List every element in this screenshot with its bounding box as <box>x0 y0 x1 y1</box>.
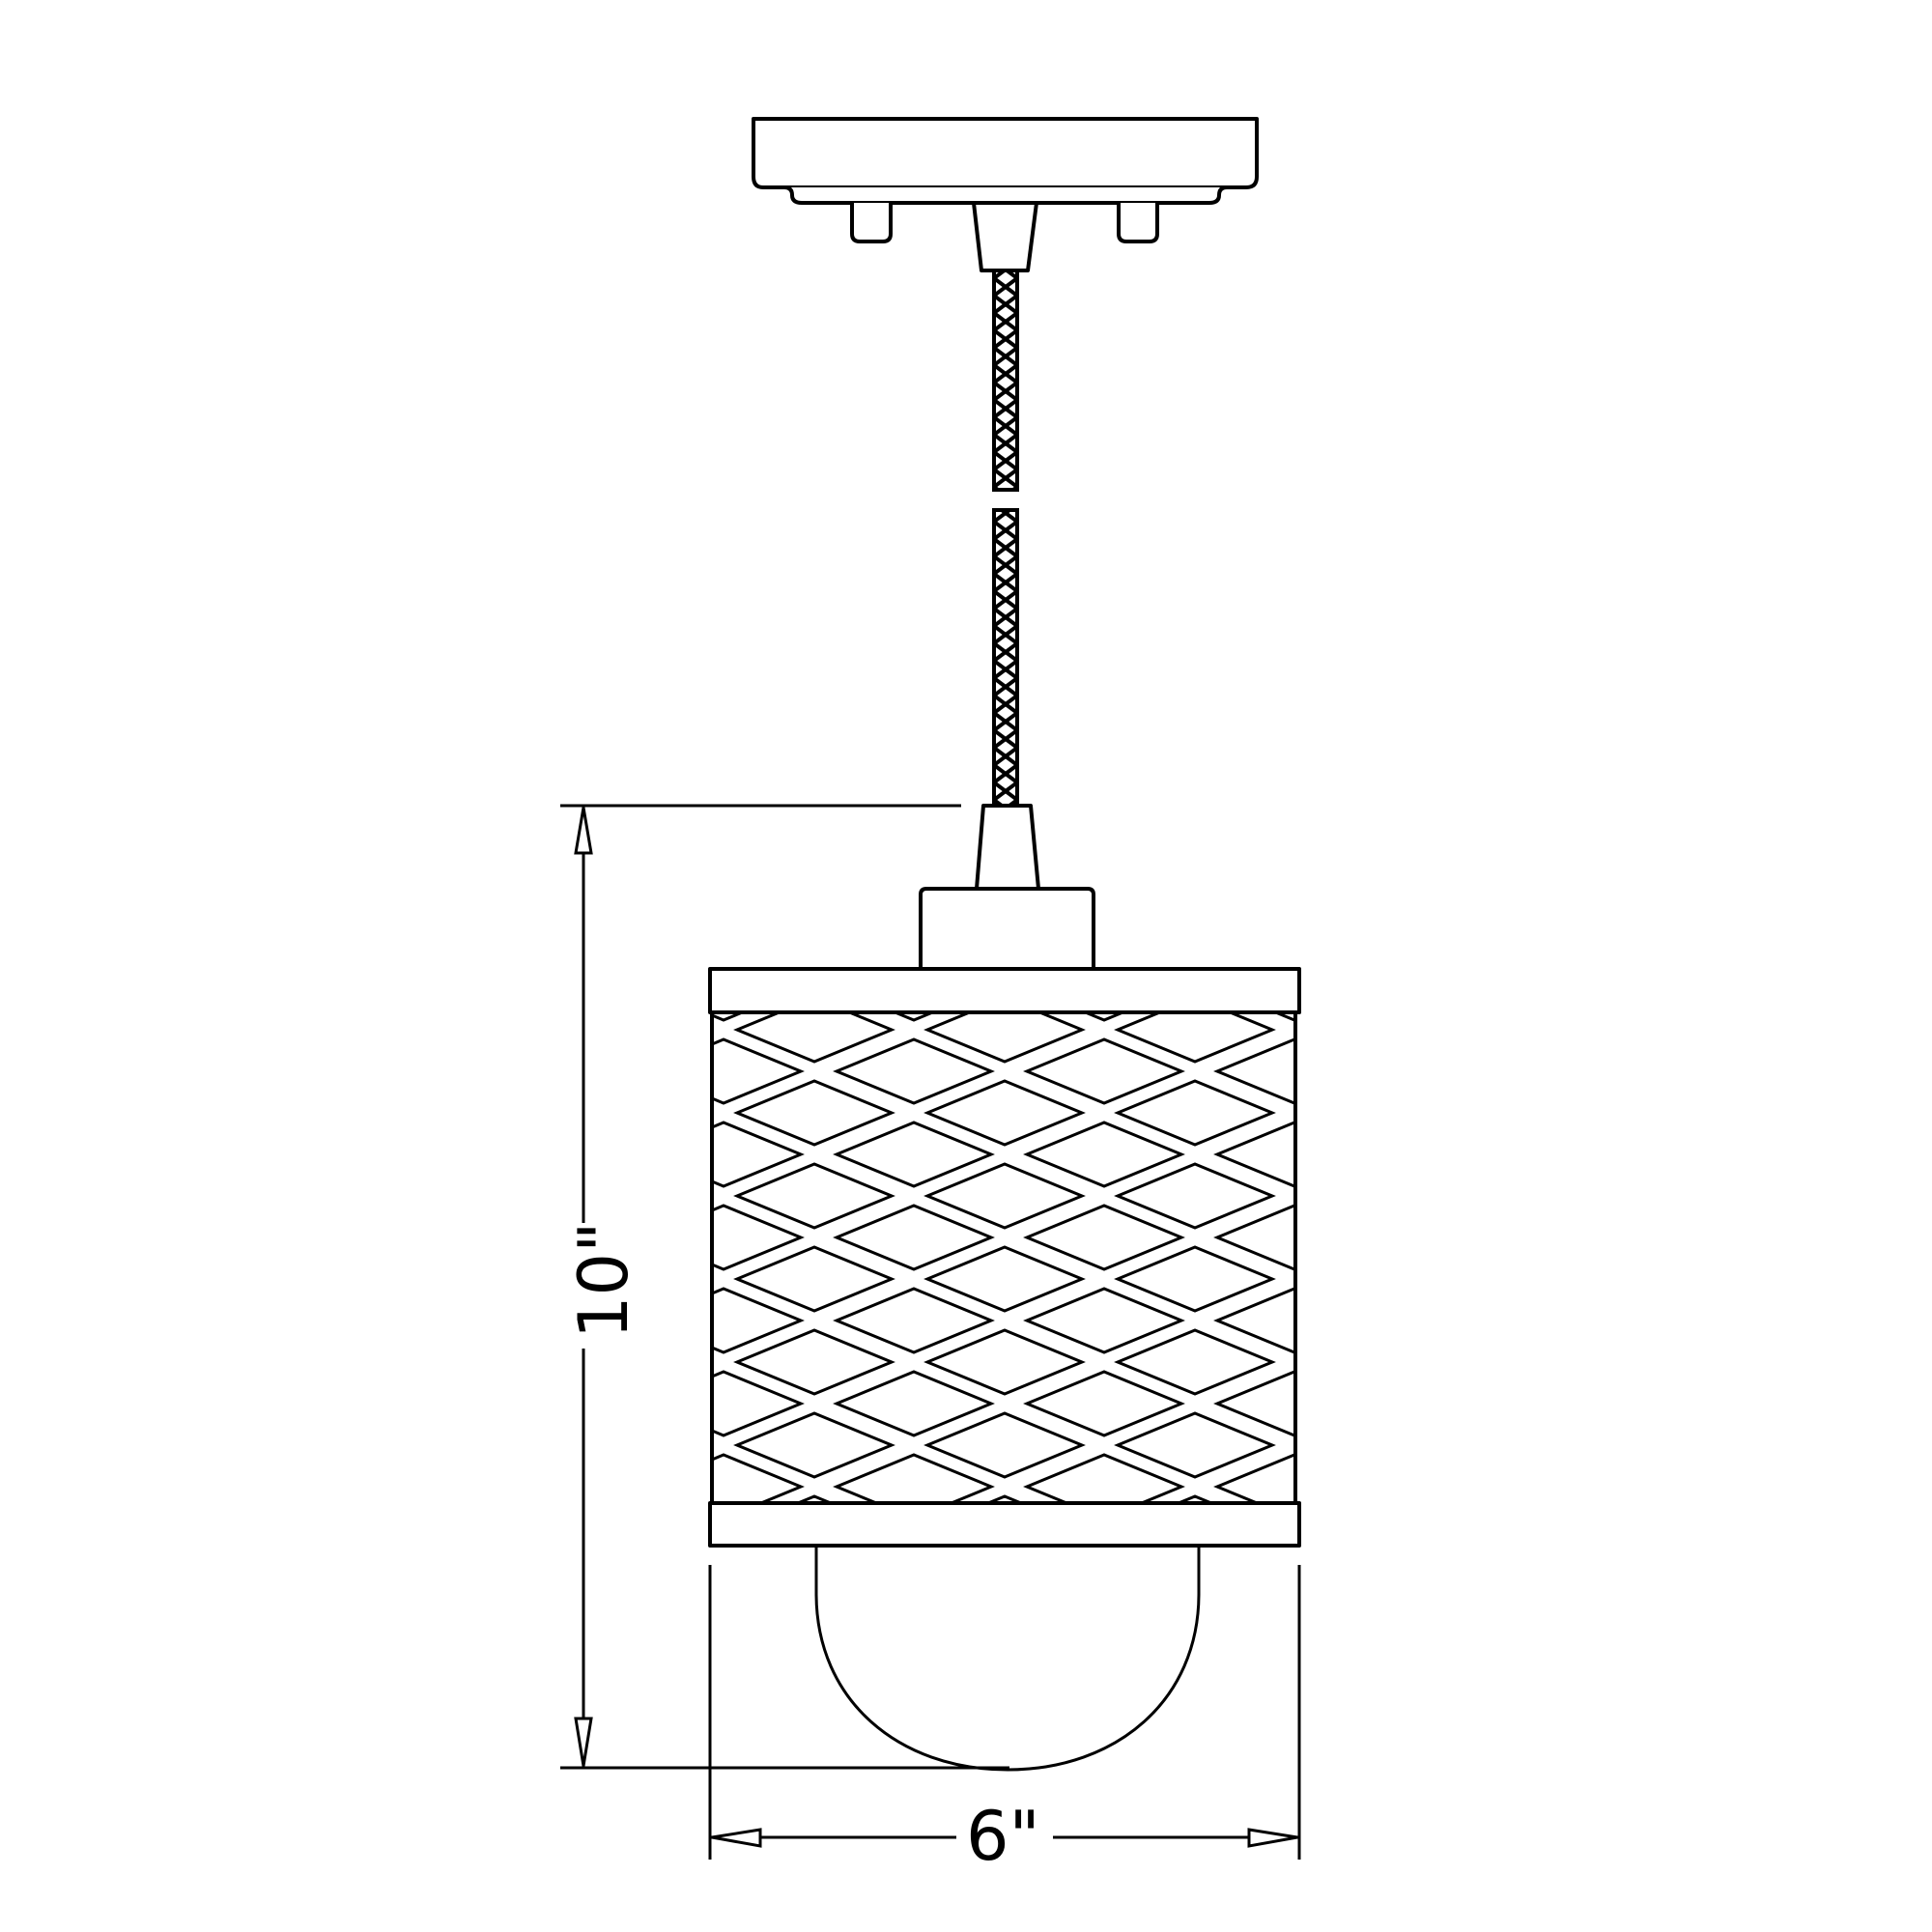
arrow-left-icon <box>711 1828 762 1848</box>
width-label: 6" <box>956 1803 1050 1870</box>
braided-cord-lower <box>992 508 1019 808</box>
bottom-band <box>708 1501 1301 1548</box>
braided-cord-upper <box>992 269 1019 492</box>
dome-globe <box>814 1546 1201 1772</box>
ceiling-canopy <box>752 117 1259 205</box>
height-label: 10" <box>564 1222 643 1349</box>
arrow-down-icon <box>574 1717 593 1767</box>
arrow-up-icon <box>574 807 593 855</box>
arrow-right-icon <box>1247 1828 1298 1848</box>
canopy-screw-left <box>850 203 893 243</box>
top-band <box>708 967 1301 1014</box>
lattice-cage <box>710 1010 1297 1505</box>
width-dimension <box>708 1565 1301 1860</box>
top-cord-collar <box>972 201 1038 272</box>
canopy-screw-right <box>1117 203 1159 243</box>
bottom-cord-collar <box>975 804 1040 891</box>
height-dimension <box>560 804 1009 1770</box>
